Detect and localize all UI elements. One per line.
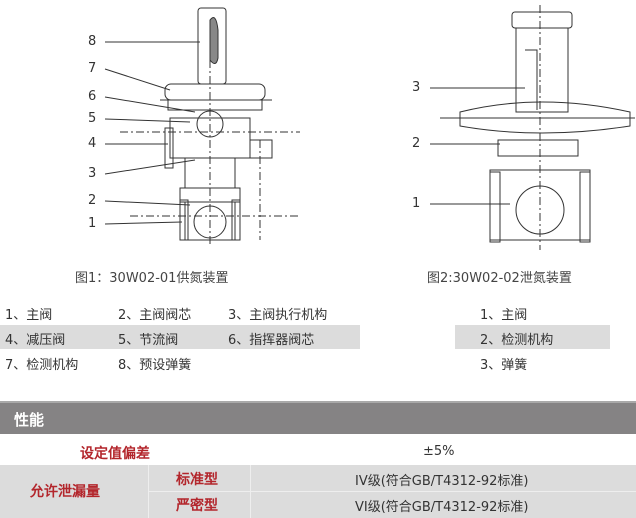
legend2-row-band [455,325,610,349]
legend-item: 7、检测机构 [5,358,79,373]
standard-type-label: 标准型 [176,472,218,488]
leakage-label: 允许泄漏量 [30,484,100,500]
figure1-drawing [104,7,300,245]
callout-3: 3 [88,166,97,181]
figure2-drawing [430,5,635,250]
callout-5: 5 [88,111,97,126]
standard-type-value: IV级(符合GB/T4312-92标准) [355,474,529,489]
legend2-item: 2、检测机构 [480,333,554,348]
callout-8: 8 [88,34,97,49]
figure1-caption: 图1：30W02-01供氮装置 [75,271,229,286]
legend-item: 4、减压阀 [5,333,66,348]
legend2-item: 3、弹簧 [480,358,528,373]
fig2-callout-1: 1 [412,196,421,211]
callout-6: 6 [88,89,97,104]
legend-item: 6、指挥器阀芯 [228,333,315,348]
legend-item: 3、主阀执行机构 [228,308,328,323]
legend-item: 8、预设弹簧 [118,358,192,373]
fig2-callout-3: 3 [412,80,421,95]
callout-7: 7 [88,61,97,76]
fig2-callout-2: 2 [412,136,421,151]
figure2-caption: 图2:30W02-02泄氮装置 [427,271,572,286]
legend-item: 5、节流阀 [118,333,179,348]
legend-item: 2、主阀阀芯 [118,308,192,323]
tight-type-value: VI级(符合GB/T4312-92标准) [355,500,529,515]
callout-2: 2 [88,193,97,208]
legend-row-band [0,325,360,349]
section-header: 性能 [0,401,636,434]
callout-4: 4 [88,136,97,151]
setpoint-deviation-value: ±5% [423,444,455,459]
callout-1: 1 [88,216,97,231]
legend2-item: 1、主阀 [480,308,528,323]
legend-item: 1、主阀 [5,308,53,323]
section-title: 性能 [14,411,45,429]
setpoint-deviation-label: 设定值偏差 [80,446,150,462]
tight-type-label: 严密型 [176,498,218,514]
